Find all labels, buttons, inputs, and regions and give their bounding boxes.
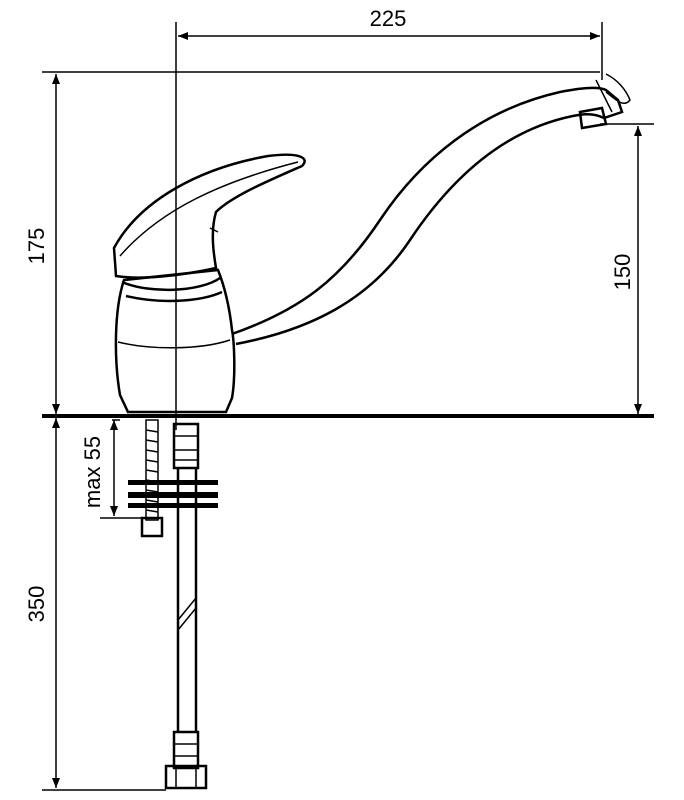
dimension-label-175: 175 <box>24 228 49 265</box>
mounting-hardware <box>128 419 218 790</box>
faucet-body <box>112 73 631 414</box>
spout <box>231 86 624 346</box>
dimension-label-max55: max 55 <box>80 436 105 508</box>
lever-handle <box>112 153 306 279</box>
extension-lines <box>42 22 654 791</box>
dimension-label-350: 350 <box>24 586 49 623</box>
dimension-label-225: 225 <box>370 6 407 31</box>
dimension-label-150: 150 <box>610 254 635 291</box>
